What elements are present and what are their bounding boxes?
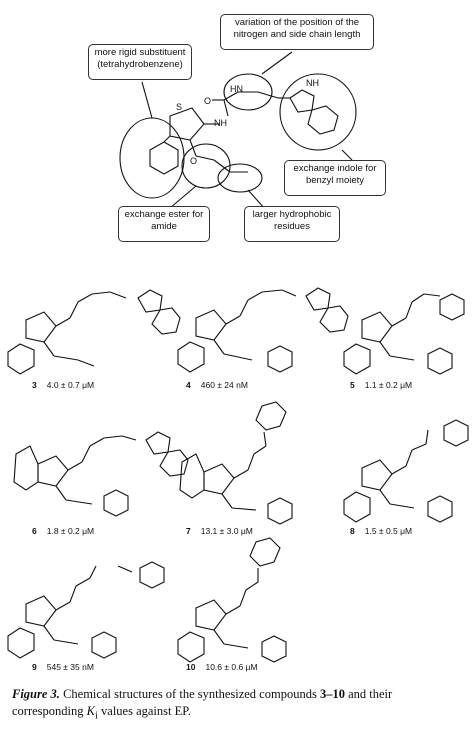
- thiophene-ring: [169, 107, 205, 141]
- compound-8-value: 1.5 ± 0.5 μM: [364, 526, 413, 536]
- caption-text-3: values against EP.: [101, 704, 191, 718]
- compound-7-value: 13.1 ± 3.0 μM: [200, 526, 253, 536]
- compound-6-value: 1.8 ± 0.2 μM: [46, 526, 95, 536]
- compound-7-id: 7: [186, 526, 191, 536]
- compound-4-id: 4: [186, 380, 191, 390]
- compound-9-id: 9: [32, 662, 37, 672]
- compound-3-id: 3: [32, 380, 37, 390]
- compound-6-id: 6: [32, 526, 37, 536]
- phenyl-ring: [149, 141, 179, 175]
- compound-8-id: 8: [350, 526, 355, 536]
- caption-k-sub: i: [94, 710, 98, 722]
- compound-5-structure: [343, 293, 465, 375]
- compound-3-value: 4.0 ± 0.7 μM: [46, 380, 95, 390]
- compound-10-value: 10.6 ± 0.6 μM: [205, 662, 258, 672]
- compound-8-structure: [343, 419, 469, 523]
- indole-benzene: [307, 105, 339, 135]
- compound-5-id: 5: [350, 380, 355, 390]
- caption-text-1: Chemical structures of the synthesized c…: [63, 687, 317, 701]
- oxygen-label: O: [204, 96, 212, 106]
- annotation-rigid: more rigid substituent (tetrahydrobenzen…: [88, 44, 192, 80]
- compound-9-structure: [7, 561, 165, 659]
- indole-ring: [289, 89, 315, 113]
- figure-number: Figure 3.: [12, 687, 60, 701]
- annotation-hydrophobic: larger hydrophobic residues: [244, 206, 340, 242]
- nitrogen-ellipse: [223, 73, 273, 111]
- hn-label: HN: [230, 84, 243, 94]
- compound-4-structure: [177, 287, 349, 373]
- indole-nh-label: NH: [306, 78, 319, 88]
- caption-range: 3–10: [319, 687, 345, 701]
- compound-10-label: 10 10.6 ± 0.6 μM: [186, 662, 258, 672]
- annotation-variation: variation of the position of the nitroge…: [220, 14, 374, 50]
- compound-7-structure: [179, 401, 293, 525]
- sulfur-label: S: [176, 102, 183, 112]
- hydrophobic-ellipse: [217, 163, 263, 193]
- compound-10-structure: [177, 537, 287, 663]
- annotation-indole: exchange indole for benzyl moiety: [284, 160, 386, 196]
- compound-5-label: 5 1.1 ± 0.2 μM: [350, 380, 412, 390]
- figure-caption: Figure 3. Chemical structures of the syn…: [12, 686, 464, 725]
- caption-k: K: [86, 704, 95, 718]
- annotation-ester: exchange ester for amide: [118, 206, 210, 242]
- compound-4-label: 4 460 ± 24 nM: [186, 380, 248, 390]
- nh-label: NH: [214, 118, 227, 128]
- compound-10-id: 10: [186, 662, 196, 672]
- indole-ellipse: [279, 73, 357, 151]
- compound-8-label: 8 1.5 ± 0.5 μM: [350, 526, 412, 536]
- compound-6-structure: [13, 431, 189, 517]
- compound-6-label: 6 1.8 ± 0.2 μM: [32, 526, 94, 536]
- compound-4-value: 460 ± 24 nM: [200, 380, 248, 390]
- rigid-ellipse: [119, 117, 185, 199]
- compound-3-structure: [7, 289, 181, 375]
- compound-3-label: 3 4.0 ± 0.7 μM: [32, 380, 94, 390]
- compound-9-value: 545 ± 35 nM: [46, 662, 94, 672]
- caption-text-2: and their corresponding: [12, 687, 393, 718]
- compound-7-label: 7 13.1 ± 3.0 μM: [186, 526, 253, 536]
- compound-5-value: 1.1 ± 0.2 μM: [364, 380, 413, 390]
- ester-oxygen-label: O: [190, 156, 198, 166]
- compound-9-label: 9 545 ± 35 nM: [32, 662, 94, 672]
